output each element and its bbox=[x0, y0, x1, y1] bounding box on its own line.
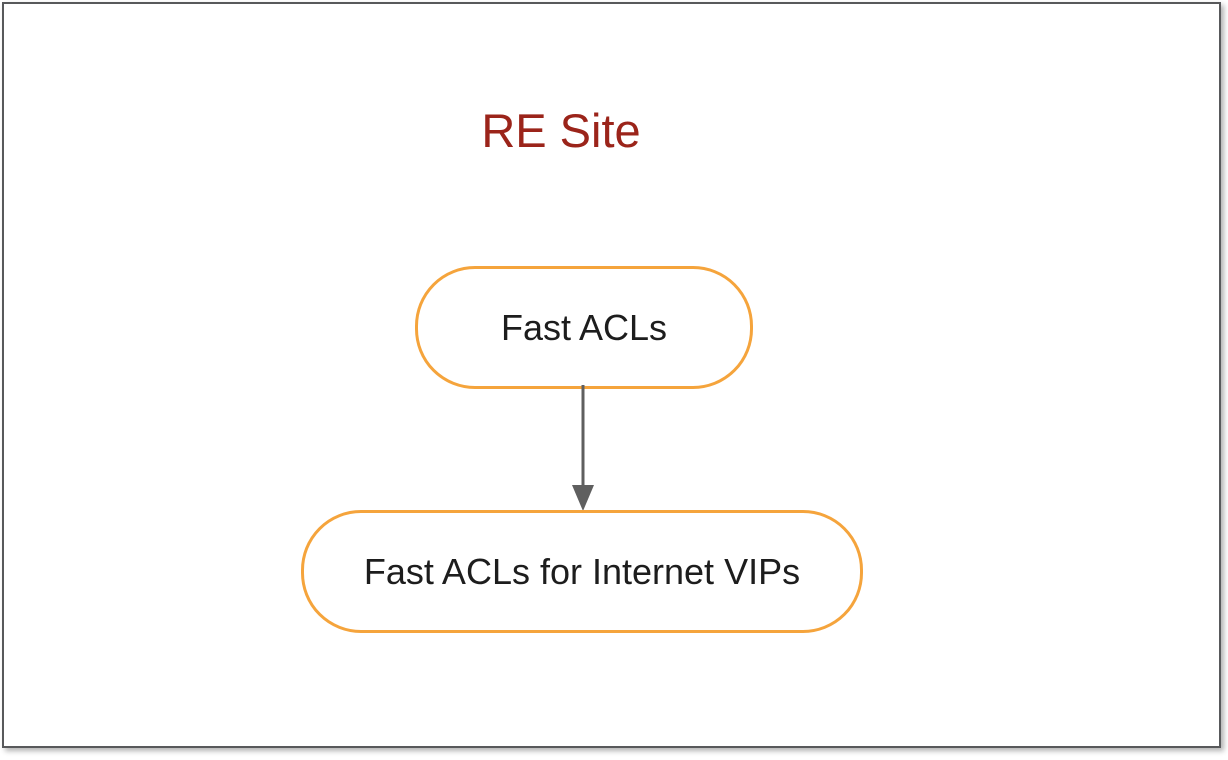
diagram-title: RE Site bbox=[481, 104, 641, 157]
node-fast-acls[interactable]: Fast ACLs bbox=[415, 266, 753, 389]
arrowhead-icon bbox=[572, 485, 594, 511]
node-fast-acls-internet-vips-label: Fast ACLs for Internet VIPs bbox=[363, 550, 801, 592]
node-fast-acls-label: Fast ACLs bbox=[500, 306, 668, 348]
node-fast-acls-internet-vips[interactable]: Fast ACLs for Internet VIPs bbox=[301, 510, 863, 633]
arrow-down-connector bbox=[572, 385, 594, 511]
diagram-canvas: RE Site Fast ACLs Fast ACLs for Internet… bbox=[2, 2, 1221, 748]
